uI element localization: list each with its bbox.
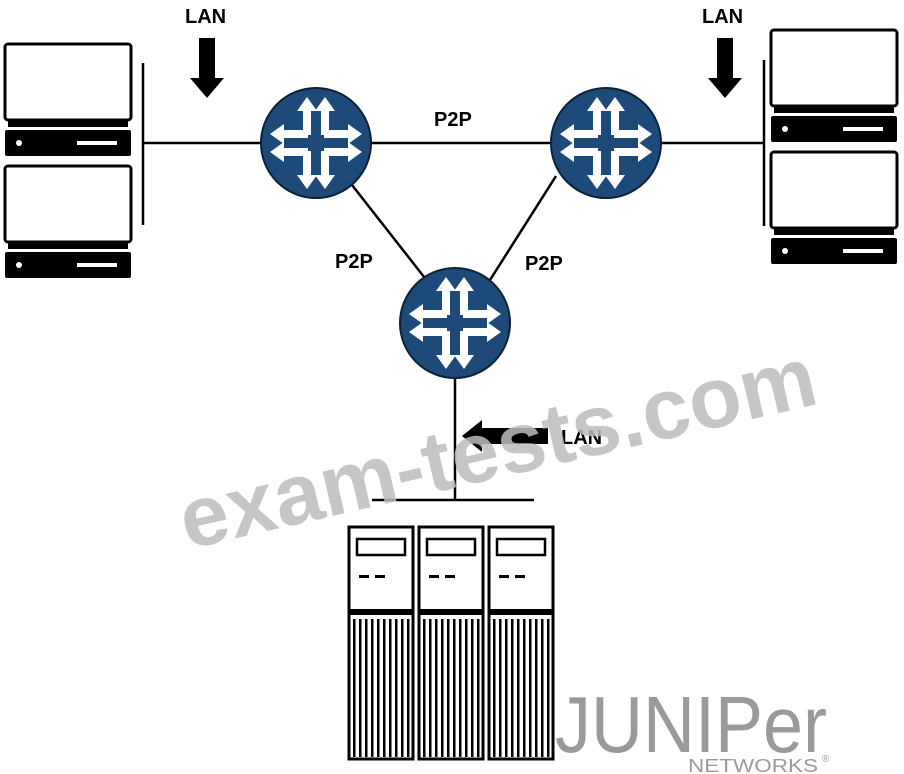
- p2p-link-left: [351, 184, 429, 283]
- lan-label-bottom: LAN: [561, 427, 602, 449]
- lan-bottom-servers: [347, 525, 555, 761]
- links: [141, 60, 766, 502]
- router-icon: [399, 267, 511, 379]
- p2p-label-right: P2P: [525, 253, 563, 275]
- lan-left-hosts: [3, 42, 133, 280]
- brand-sub: NETWORKS: [688, 756, 818, 774]
- p2p-label-top: P2P: [434, 109, 472, 131]
- brand-name: JUNIPer: [555, 680, 827, 769]
- router-icon: [260, 87, 372, 199]
- p2p-link-right: [488, 175, 558, 281]
- lan-label-right: LAN: [702, 6, 743, 28]
- arrow-icon: [190, 38, 224, 98]
- desktop-computer-icon: [769, 150, 899, 266]
- brand-mark: ®: [822, 754, 830, 765]
- router-icon: [550, 87, 662, 199]
- server-rack-icon: [417, 525, 485, 761]
- arrow-icon: [462, 420, 548, 452]
- desktop-computer-icon: [3, 164, 133, 280]
- juniper-logo: JUNIPer NETWORKS ®: [555, 680, 830, 774]
- server-rack-icon: [347, 525, 415, 761]
- p2p-label-left: P2P: [335, 251, 373, 273]
- desktop-computer-icon: [769, 28, 899, 144]
- desktop-computer-icon: [3, 42, 133, 158]
- lan-right-hosts: [769, 28, 899, 266]
- lan-label-left: LAN: [185, 6, 226, 28]
- arrow-icon: [708, 38, 742, 98]
- server-rack-icon: [487, 525, 555, 761]
